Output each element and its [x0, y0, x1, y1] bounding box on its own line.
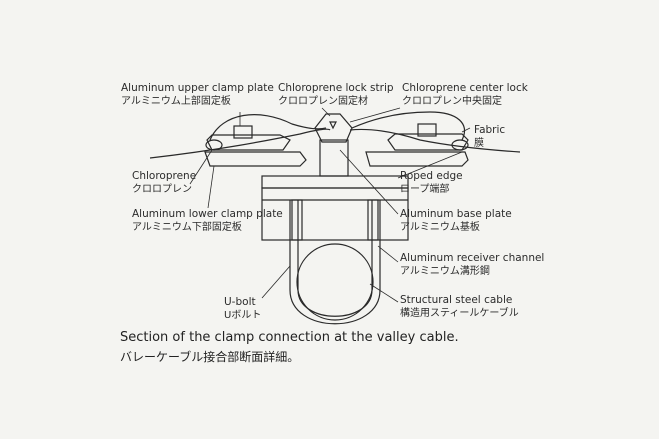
right-fabric-wrap: [351, 111, 465, 141]
receiver-web-right: [367, 199, 379, 241]
label-lower-clamp-plate: Aluminum lower clamp plate アルミニウム下部固定板: [132, 208, 283, 234]
caption-en: Section of the clamp connection at the v…: [120, 330, 459, 345]
left-nut: [233, 125, 253, 139]
left-roped-edge: [205, 139, 223, 151]
center-lock-notch: [329, 121, 337, 130]
chloroprene-jp: クロロプレン: [132, 184, 192, 195]
receiver-web-left: [291, 199, 303, 241]
label-chloroprene: Chloroprene クロロプレン: [132, 170, 196, 196]
caption-jp: バレーケーブル接合部断面詳細。: [120, 350, 300, 364]
cable-en: Structural steel cable: [400, 294, 513, 306]
center-lock-jp: クロロプレン中央固定: [402, 96, 502, 107]
center-post: [319, 139, 349, 177]
lock-strip-en: Chloroprene lock strip: [278, 82, 394, 94]
base-plate-en: Aluminum base plate: [400, 208, 512, 220]
base-plate-jp: アルミニウム基板: [400, 222, 480, 233]
receiver-jp: アルミニウム溝形鋼: [400, 266, 490, 277]
lower-plate-jp: アルミニウム下部固定板: [132, 222, 242, 233]
label-upper-clamp-plate: Aluminum upper clamp plate アルミニウム上部固定板: [121, 82, 274, 108]
label-center-lock: Chloroprene center lock クロロプレン中央固定: [402, 82, 528, 108]
receiver-en: Aluminum receiver channel: [400, 252, 545, 264]
left-upper-clamp-plate: [206, 134, 291, 151]
center-lock-en: Chloroprene center lock: [402, 82, 528, 94]
fabric-membrane: [149, 128, 331, 159]
base-plate: [261, 175, 409, 189]
u-bolt-inner: [297, 200, 373, 317]
fabric-jp: 膜: [474, 138, 484, 149]
chloroprene-en: Chloroprene: [132, 170, 197, 182]
label-lock-strip: Chloroprene lock strip クロロプレン固定材: [278, 82, 394, 108]
label-u-bolt: U-bolt Uボルト: [224, 296, 261, 322]
label-roped-edge: Roped edge ロープ端部: [400, 170, 463, 196]
left-fabric-wrap: [209, 114, 327, 141]
upper-plate-en: Aluminum upper clamp plate: [121, 82, 274, 94]
center-lock: [314, 113, 353, 143]
upper-plate-jp: アルミニウム上部固定板: [121, 96, 231, 107]
label-receiver-channel: Aluminum receiver channel アルミニウム溝形鋼: [400, 252, 544, 278]
ubolt-jp: Uボルト: [224, 310, 262, 321]
right-lower-clamp-plate: [365, 151, 469, 167]
receiver-channel: [261, 187, 409, 241]
roped-edge-jp: ロープ端部: [400, 184, 450, 195]
left-lower-clamp-plate: [204, 151, 307, 167]
label-steel-cable: Structural steel cable 構造用スティールケーブル: [400, 294, 519, 320]
fabric-en: Fabric: [474, 124, 506, 136]
cable-jp: 構造用スティールケーブル: [400, 308, 519, 319]
right-upper-clamp-plate: [387, 133, 469, 151]
roped-edge-en: Roped edge: [400, 170, 463, 182]
lock-strip-jp: クロロプレン固定材: [278, 96, 368, 107]
steel-cable: [296, 243, 374, 321]
right-nut: [417, 123, 437, 137]
label-base-plate: Aluminum base plate アルミニウム基板: [400, 208, 512, 234]
ubolt-en: U-bolt: [224, 296, 256, 308]
label-fabric: Fabric 膜: [474, 124, 505, 150]
u-bolt: [289, 200, 381, 325]
fabric-membrane-right: [349, 128, 521, 153]
lower-plate-en: Aluminum lower clamp plate: [132, 208, 283, 220]
right-roped-edge: [451, 139, 469, 151]
leader-lines: [189, 107, 471, 303]
